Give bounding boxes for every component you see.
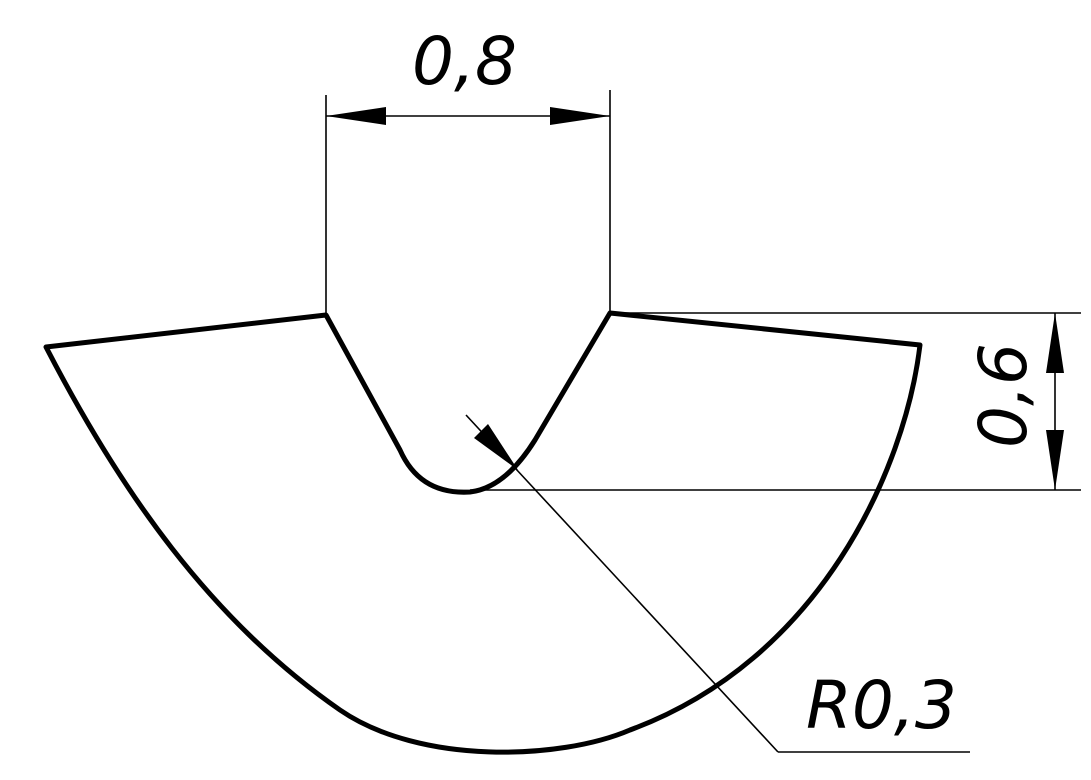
radius-leader-line [465, 414, 779, 753]
radius-arrowhead [474, 424, 518, 470]
arrowhead-bottom [1046, 430, 1064, 490]
arrowhead-left [326, 107, 386, 125]
radius-dimension: R0,3 [465, 414, 970, 753]
radius-dimension-label: R0,3 [806, 667, 957, 744]
arrowhead-top [1046, 313, 1064, 373]
arrowhead-right [550, 107, 610, 125]
depth-dimension-label: 0,6 [965, 343, 1042, 448]
part-outline [43, 310, 923, 755]
depth-dimension: 0,6 [470, 312, 1081, 491]
width-dimension: 0,8 [325, 23, 611, 315]
width-dimension-label: 0,8 [412, 23, 517, 100]
